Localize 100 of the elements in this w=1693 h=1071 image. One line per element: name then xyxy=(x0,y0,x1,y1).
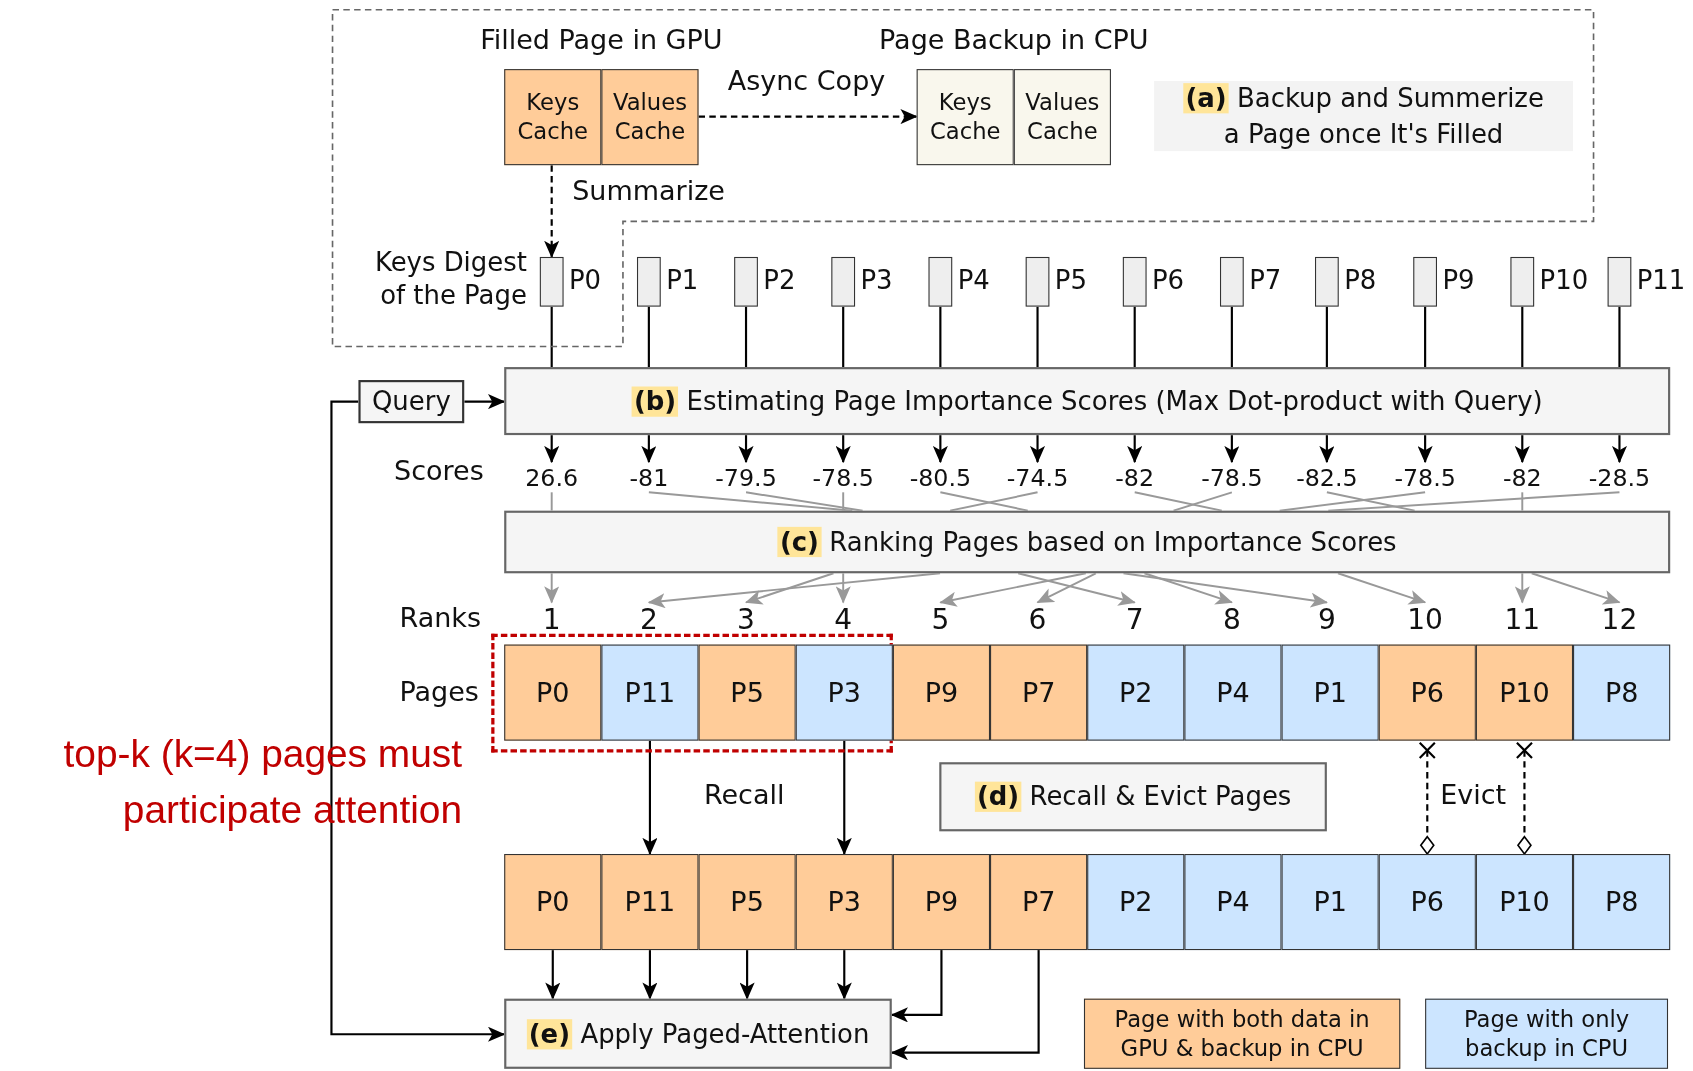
row-label: Scores xyxy=(394,455,484,487)
rank-number: 4 xyxy=(810,602,876,637)
page-label: P7 xyxy=(1249,265,1282,296)
page-cell: P4 xyxy=(1184,644,1282,741)
connector-line xyxy=(1230,306,1233,368)
connector-line xyxy=(550,491,553,512)
digest-bar xyxy=(1122,256,1147,307)
arrow xyxy=(835,572,851,604)
connector-line xyxy=(1521,491,1524,512)
stage-box: (e) Apply Paged-Attention xyxy=(504,998,892,1069)
rank-number: 3 xyxy=(713,602,779,637)
arrow xyxy=(545,950,561,1000)
arrow xyxy=(738,435,754,464)
panel-title: (a) Backup and Summerize a Page once It's Filled xyxy=(1154,80,1574,152)
arrow xyxy=(835,435,851,464)
page-cell: P10 xyxy=(1475,854,1574,951)
highlight-box xyxy=(491,633,893,753)
digest-bar xyxy=(734,256,758,307)
stage-box: (b) Estimating Page Importance Scores (Max Dot-product with Query) xyxy=(504,367,1671,436)
connector-line xyxy=(745,491,864,512)
connector-line xyxy=(939,491,1029,512)
rank-number: 1 xyxy=(519,602,585,637)
score-value: -81 xyxy=(600,462,698,493)
page-cell: P11 xyxy=(601,854,699,951)
page-cell: P1 xyxy=(1281,644,1379,741)
page-cell: P5 xyxy=(698,854,796,951)
digest-bar xyxy=(1025,256,1050,307)
arrow xyxy=(1530,572,1621,605)
connector-line xyxy=(1036,306,1039,368)
arrow xyxy=(647,572,941,609)
page-cell: P2 xyxy=(1087,644,1185,741)
arrow xyxy=(642,950,658,1000)
cache-block: Values Cache xyxy=(1013,69,1111,166)
connector-line xyxy=(647,306,650,368)
arrow xyxy=(932,435,948,464)
arrow xyxy=(745,572,835,605)
arrow xyxy=(1143,572,1233,605)
stage-box: (c) Ranking Pages based on Importance Scores xyxy=(504,510,1671,574)
connector-line xyxy=(1618,306,1621,368)
arrow xyxy=(642,740,658,856)
page-cell: P7 xyxy=(990,854,1088,951)
row-label: Ranks xyxy=(399,602,481,634)
arrow xyxy=(1319,435,1335,464)
digest-bar xyxy=(831,256,856,307)
arrow xyxy=(698,109,918,125)
page-cell: P3 xyxy=(795,644,893,741)
page-cell: P10 xyxy=(1475,644,1574,741)
page-heading: Filled Page in GPU xyxy=(479,23,724,56)
page-heading: Page Backup in CPU xyxy=(878,23,1150,56)
page-cell: P1 xyxy=(1281,854,1379,951)
arrow xyxy=(1224,435,1240,464)
digest-bar xyxy=(1510,256,1535,307)
rank-number: 11 xyxy=(1489,602,1555,637)
edge-caption: Evict xyxy=(1440,779,1507,811)
digest-bar xyxy=(1220,256,1244,307)
score-value: -79.5 xyxy=(697,462,795,493)
score-value: -82 xyxy=(1086,462,1184,493)
page-label: P4 xyxy=(957,265,990,296)
arrow xyxy=(544,165,560,259)
arrow xyxy=(1337,572,1427,605)
row-label: Pages xyxy=(399,675,479,708)
arrow xyxy=(890,950,1040,1061)
digest-caption: Keys Digest of the Page xyxy=(373,246,527,314)
score-value: 26.6 xyxy=(503,462,601,493)
legend-text: Page with only backup in CPU xyxy=(1462,1005,1631,1063)
page-cell: P8 xyxy=(1573,854,1671,951)
query-box: Query xyxy=(358,380,465,424)
cache-block: Keys Cache xyxy=(504,69,602,166)
connector-line xyxy=(1133,306,1136,368)
evict-connector xyxy=(1515,741,1534,856)
connector-line xyxy=(1521,306,1524,368)
page-cell: P0 xyxy=(504,854,602,951)
rank-number: 5 xyxy=(907,602,973,637)
connector-line xyxy=(939,306,942,368)
score-value: -82.5 xyxy=(1278,462,1376,493)
connector-line xyxy=(550,306,553,368)
digest-bar xyxy=(1315,256,1339,307)
arrow xyxy=(939,572,1087,607)
rank-number: 12 xyxy=(1587,602,1652,637)
arrow xyxy=(1127,435,1143,464)
rank-number: 2 xyxy=(616,602,682,637)
rank-number: 10 xyxy=(1392,602,1458,637)
arrow xyxy=(836,740,852,856)
score-value: -74.5 xyxy=(988,462,1087,493)
page-label: P3 xyxy=(860,265,893,296)
page-cell: P11 xyxy=(601,644,699,741)
rank-number: 6 xyxy=(1005,602,1070,637)
cache-block: Values Cache xyxy=(601,69,699,166)
legend-text: Page with both data in GPU & backup in CPU xyxy=(1113,1005,1371,1063)
digest-bar xyxy=(928,256,953,307)
score-value: -78.5 xyxy=(794,462,892,493)
connector-line xyxy=(1325,491,1416,512)
arrow xyxy=(739,950,755,1000)
page-cell: P9 xyxy=(892,644,991,741)
stage-box: (d) Recall & Evict Pages xyxy=(939,762,1327,832)
connector-line xyxy=(842,306,845,368)
page-label: P1 xyxy=(666,265,699,296)
page-label: P10 xyxy=(1539,265,1589,296)
arrow xyxy=(544,435,560,464)
connector-line xyxy=(949,491,1039,512)
